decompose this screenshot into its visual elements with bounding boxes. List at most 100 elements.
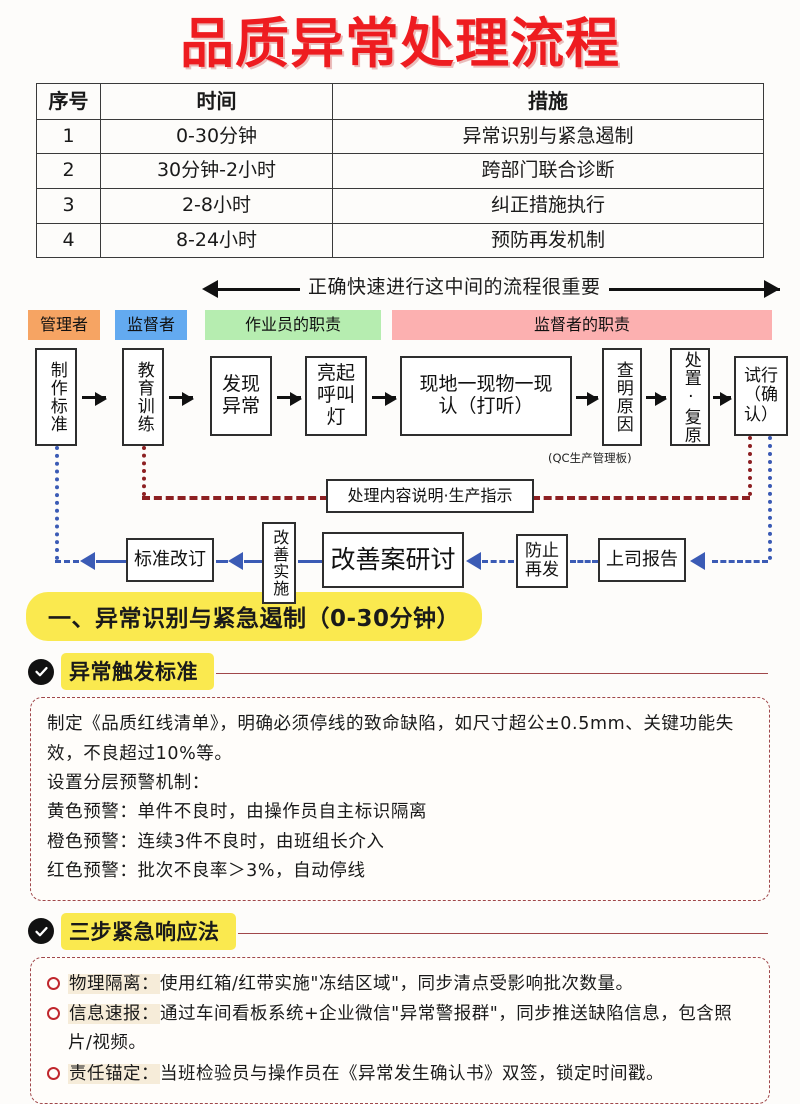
circle-bullet-icon [47,1006,60,1020]
connector-red-vertical-left [142,446,146,497]
heading-rule [216,673,768,675]
flow-box-make-standard: 制作标准 [35,348,77,447]
table-cell-time: 30分钟-2小时 [100,153,333,189]
flow-box-label: 改善实施 [270,529,290,598]
qc-board-caption: (QC生产管理板) [548,451,632,466]
connector-blue-dash-far-right [712,560,768,564]
flow-banner: 正确快速进行这中间的流程很重要 [0,272,800,306]
table-header-row: 序号 时间 措施 [36,82,764,120]
connector-blue-dash [482,560,514,564]
flow-box-label: 亮起呼叫灯 [316,362,355,429]
table-cell-measure: 跨部门联合诊断 [332,153,764,189]
list-item-text: 物理隔离：使用红箱/红带实施"冻结区域"，同步清点受影响批次数量。 [68,970,634,999]
table-cell-seq: 1 [36,118,101,155]
schedule-table-wrap: 序号 时间 措施 1 0-30分钟 异常识别与紧急遏制 2 30分钟-2小时 跨… [0,73,800,259]
list-item-text: 责任锚定：当班检验员与操作员在《异常发生确认书》双签，锁定时间戳。 [68,1060,664,1089]
table-cell-time: 8-24小时 [100,222,333,259]
flow-box-handling-instruction: 处理内容说明·生产指示 [326,479,534,514]
role-band-manager: 管理者 [28,310,100,341]
connector-red-vertical-right [748,436,752,497]
flow-box-label: 发现异常 [221,373,260,418]
table-header-time: 时间 [100,82,333,120]
flow-box-label: 查明原因 [612,361,633,434]
flow-box-genchi-genbutsu: 现地一现物一现认（打听） [400,356,572,437]
flow-arrow-blue [466,552,481,571]
schedule-table: 序号 时间 措施 1 0-30分钟 异常识别与紧急遏制 2 30分钟-2小时 跨… [36,82,764,259]
circle-bullet-icon [47,976,60,990]
table-row: 1 0-30分钟 异常识别与紧急遏制 [36,118,764,155]
card-paragraph: 红色预警：批次不良率＞3%，自动停线 [47,861,366,882]
table-header-measure: 措施 [332,82,764,120]
table-cell-time: 0-30分钟 [100,118,333,155]
list-item: 责任锚定：当班检验员与操作员在《异常发生确认书》双签，锁定时间戳。 [47,1060,753,1089]
flow-arrow [576,392,599,407]
card-trigger-standard: 制定《品质红线清单》，明确必须停线的致命缺陷，如尺寸超公±0.5mm、关键功能失… [30,697,770,901]
role-band-operator-duty: 作业员的职责 [205,310,381,341]
flow-box-label: 上司报告 [606,548,678,570]
table-cell-measure: 异常识别与紧急遏制 [332,118,764,155]
bullet-list: 物理隔离：使用红箱/红带实施"冻结区域"，同步清点受影响批次数量。 信息速报：通… [47,970,753,1090]
flow-box-label: 处置·复原 [680,350,701,444]
flow-box-label: 制作标准 [46,361,67,434]
flow-box-turn-on-call-light: 亮起呼叫灯 [305,356,367,437]
role-label: 管理者 [39,315,88,335]
flow-box-label: 改善案研讨 [330,544,456,574]
connector-blue-dash [570,560,598,564]
table-row: 4 8-24小时 预防再发机制 [36,222,764,259]
connector-blue-dash-far-left [55,560,79,564]
flow-box-label: 教育训练 [133,361,154,434]
card-paragraph: 制定《品质红线清单》，明确必须停线的致命缺陷，如尺寸超公±0.5mm、关键功能失… [47,714,734,764]
table-cell-seq: 4 [36,222,101,259]
flow-box-label: 现地一现物一现认（打听） [419,373,553,418]
flow-box-label: 防止再发 [525,540,559,581]
flow-box-report-to-superior: 上司报告 [598,538,686,583]
flow-arrow-blue [690,552,705,571]
connector-blue-seg [244,560,262,564]
connector-red-horizontal-right [532,496,750,501]
flow-arrow [372,392,397,407]
table-row: 3 2-8小时 纠正措施执行 [36,187,764,224]
page-title-wrap: 品质异常处理流程 [0,0,800,73]
connector-blue-seg [96,560,126,564]
flow-arrow [646,392,667,407]
table-cell-time: 2-8小时 [100,187,333,224]
role-label: 作业员的职责 [244,315,341,335]
flow-box-disposal-restore: 处置·复原 [670,348,710,447]
table-cell-measure: 纠正措施执行 [332,187,764,224]
flow-arrow-blue [228,552,243,571]
role-band-supervisor-duty: 监督者的职责 [392,310,772,341]
list-item-body: 通过车间看板系统+企业微信"异常警报群"，同步推送缺陷信息，包含照片/视频。 [68,1003,733,1054]
subsection-title: 异常触发标准 [61,653,214,691]
heading-rule [237,932,768,934]
flow-box-label: 处理内容说明·生产指示 [347,486,513,506]
flow-arrow [82,392,107,407]
circle-bullet-icon [47,1066,60,1080]
list-item: 信息速报：通过车间看板系统+企业微信"异常警报群"，同步推送缺陷信息，包含照片/… [47,1000,753,1059]
arrow-right-icon [764,280,780,299]
role-band-supervisor: 监督者 [115,310,187,341]
card-paragraph: 设置分层预警机制： [47,773,210,794]
flow-box-education-training: 教育训练 [122,348,164,447]
subsection-heading-trigger-standard: 异常触发标准 [28,653,800,691]
flow-box-improvement-review: 改善案研讨 [322,532,464,589]
flow-arrow [169,392,194,407]
card-three-step-response: 物理隔离：使用红箱/红带实施"冻结区域"，同步清点受影响批次数量。 信息速报：通… [30,956,770,1104]
role-label: 监督者 [126,315,175,335]
flow-box-find-anomaly: 发现异常 [210,356,272,437]
flow-arrow-blue [80,552,95,571]
connector-blue-vertical-right [768,436,772,561]
card-paragraph: 橙色预警：连续3件不良时，由班组长介入 [47,831,385,852]
list-item-key: 物理隔离： [68,973,160,994]
check-circle-icon [28,658,54,685]
arrow-left-icon [202,280,218,299]
subsection-title: 三步紧急响应法 [61,912,236,950]
flow-box-improvement-implementation: 改善实施 [262,522,296,605]
table-header-seq: 序号 [36,82,101,120]
flow-box-prevent-recurrence: 防止再发 [516,534,568,589]
check-circle-icon [28,918,54,945]
subsection-heading-three-step-response: 三步紧急响应法 [28,912,800,950]
connector-blue-vertical-left [55,446,59,561]
table-cell-seq: 3 [36,187,101,224]
flow-arrow [713,392,732,407]
flowchart: 正确快速进行这中间的流程很重要 管理者 监督者 作业员的职责 监督者的职责 制作… [0,272,800,605]
